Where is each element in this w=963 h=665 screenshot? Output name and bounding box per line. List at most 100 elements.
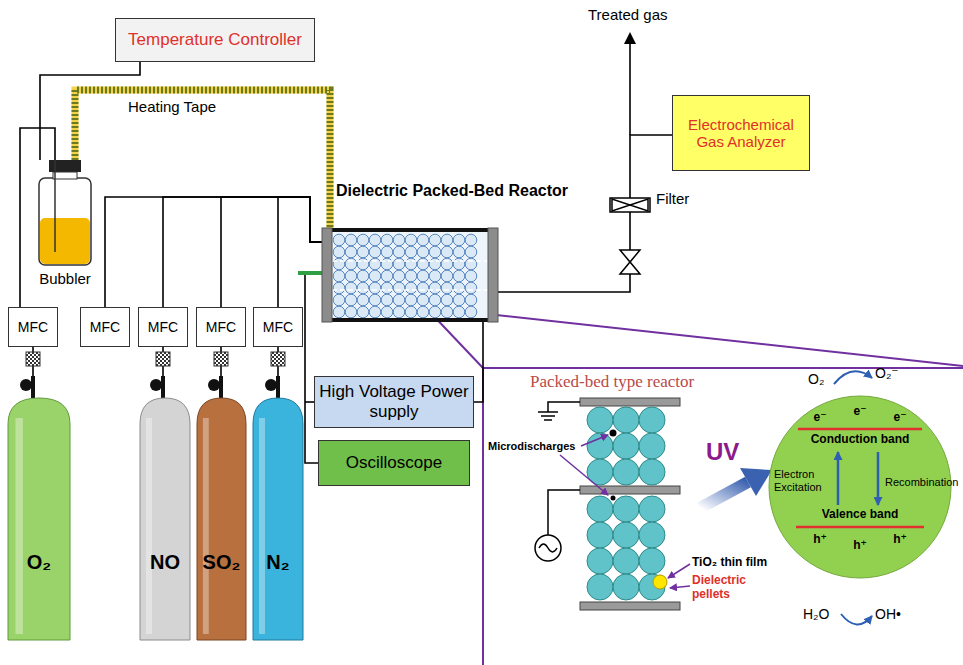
pellet: [417, 282, 429, 294]
node-text: MFC: [203, 319, 239, 335]
pellet: [381, 234, 393, 246]
mfc-box: MFC: [196, 307, 246, 347]
pellet: [405, 246, 417, 258]
pellet: [441, 306, 453, 318]
line-part: [560, 455, 608, 495]
mfc-box: MFC: [80, 307, 130, 347]
path-part: [197, 398, 246, 640]
polygon-part: [620, 262, 640, 274]
pellet: [453, 270, 465, 282]
node-text: O₂: [8, 551, 70, 574]
reactor-body: [322, 228, 498, 322]
valve-knob: [208, 379, 220, 391]
text-label: H₂O: [803, 606, 829, 622]
dielectric-pellets: [587, 407, 665, 600]
filter-symbol: [610, 198, 650, 212]
zoom-lines: [428, 308, 963, 665]
pellet: [345, 258, 357, 270]
pellet: [453, 258, 465, 270]
gas-cylinder: O₂: [8, 398, 70, 640]
pellet: [417, 246, 429, 258]
pellet: [453, 246, 465, 258]
pellet: [453, 294, 465, 306]
node-text: e⁻: [853, 405, 866, 419]
gas-cylinder: NO: [140, 398, 190, 640]
pellet: [393, 246, 405, 258]
line-part: [332, 260, 488, 262]
pellet: [639, 407, 665, 433]
pellet: [405, 282, 417, 294]
node-text: N₂: [253, 551, 303, 574]
pellet: [639, 433, 665, 459]
path-part: [548, 402, 580, 412]
node-text: h⁺: [853, 539, 867, 553]
pellet: [441, 282, 453, 294]
pellet: [465, 234, 477, 246]
path-part: [841, 614, 872, 625]
pellet: [429, 270, 441, 282]
pellet: [587, 407, 613, 433]
pellet: [381, 270, 393, 282]
pellet: [345, 270, 357, 282]
pellet: [333, 282, 345, 294]
circle-part: [610, 430, 617, 437]
pellet: [381, 258, 393, 270]
text-label: O₂⁻: [875, 365, 899, 381]
node-text: High Voltage Power supply: [315, 382, 473, 421]
text-label: Microdischarges: [488, 440, 575, 453]
pellet: [465, 258, 477, 270]
text-label: OH•: [875, 606, 901, 622]
node-text: SO₂: [197, 551, 246, 574]
pellet: [453, 306, 465, 318]
text-label: Treated gas: [588, 6, 668, 23]
path-part: [253, 398, 303, 640]
line-part: [541, 415, 555, 417]
line-part: [581, 435, 608, 446]
pellet: [369, 294, 381, 306]
gas-cylinder: N₂: [253, 398, 303, 640]
rect-part: [259, 418, 265, 634]
pellet: [393, 270, 405, 282]
pipe-connector: [498, 135, 672, 292]
pellet: [639, 496, 665, 522]
pellet: [345, 294, 357, 306]
circle-part: [535, 535, 561, 561]
pellet: [405, 294, 417, 306]
pellet: [441, 258, 453, 270]
pellet: [333, 246, 345, 258]
pellet: [639, 522, 665, 548]
pellet: [381, 246, 393, 258]
pellet: [381, 294, 393, 306]
fitting: [214, 352, 228, 366]
pellet: [417, 234, 429, 246]
rect-part: [580, 398, 680, 406]
analyzer-box: Electrochemical Gas Analyzer: [672, 95, 810, 171]
line-part: [700, 482, 748, 508]
cylinder-body: [197, 398, 246, 640]
pellet: [357, 306, 369, 318]
power-supply-box: High Voltage Power supply: [314, 376, 474, 428]
pellet: [333, 306, 345, 318]
pellet: [613, 574, 639, 600]
path-part: [539, 544, 557, 552]
fitting: [271, 352, 285, 366]
packed-bed-reactor: Dielectric Packed-Bed Reactor: [322, 228, 498, 322]
pellet: [333, 270, 345, 282]
text-label: Dielectric pellets: [692, 574, 772, 602]
circle-part: [611, 496, 616, 501]
rect-part: [332, 318, 488, 322]
rect-part: [610, 198, 650, 212]
text-label: Packed-bed type reactor: [530, 372, 694, 392]
oscilloscope-box: Oscilloscope: [318, 440, 470, 486]
uv-arrow: [700, 468, 772, 508]
pellet: [345, 246, 357, 258]
line-part: [668, 564, 690, 578]
pellet: [405, 258, 417, 270]
pellet: [333, 258, 345, 270]
pellet: [429, 294, 441, 306]
path-part: [140, 398, 190, 640]
rect-part: [15, 418, 22, 634]
pellet: [417, 270, 429, 282]
pellet: [465, 282, 477, 294]
pellet: [587, 574, 613, 600]
